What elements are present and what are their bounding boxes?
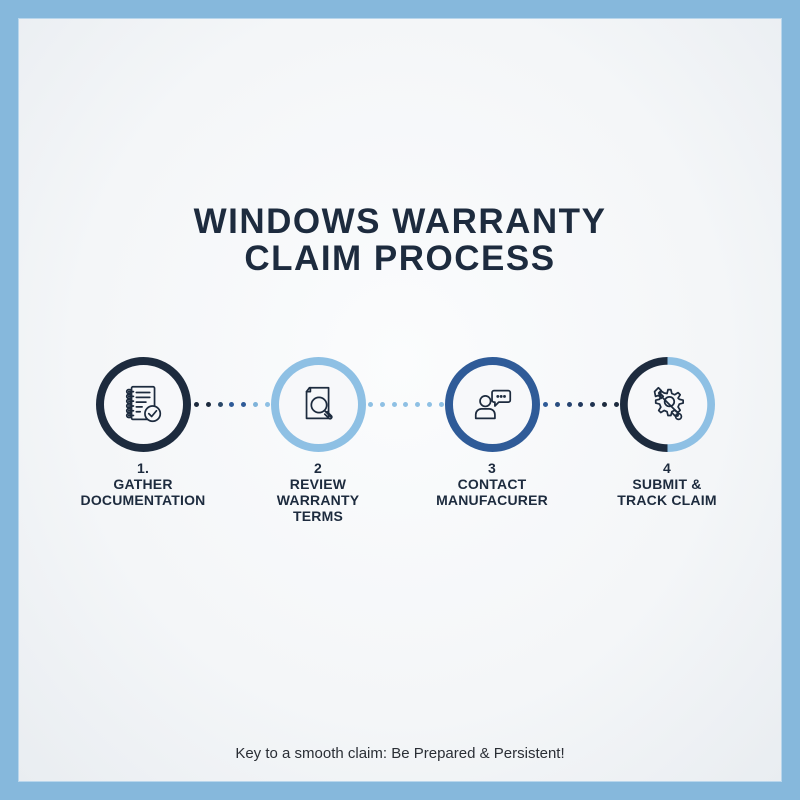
connector-2-3 — [368, 401, 456, 407]
step-4-line-2: TRACK CLAIM — [617, 492, 717, 508]
title-line-2: CLAIM PROCESS — [244, 239, 556, 278]
page-title: WINDOWS WARRANTY CLAIM PROCESS — [0, 203, 800, 277]
step-3-line-2: MANUFACURER — [436, 492, 548, 508]
connector-dot — [426, 401, 432, 407]
title-line-1: WINDOWS WARRANTY — [193, 202, 607, 241]
step-4-number: 4 — [663, 460, 671, 476]
connector-dot — [601, 401, 607, 407]
step-2-line-1: REVIEW — [289, 476, 347, 492]
step-3-label: 3 CONTACT MANUFACURER — [407, 460, 577, 508]
connector-dot — [241, 401, 247, 407]
step-2-circle — [271, 357, 366, 452]
step-4-circle — [620, 357, 715, 452]
connector-dot — [590, 401, 596, 407]
gear-wrench-icon — [653, 386, 684, 420]
step-2-number: 2 — [314, 460, 322, 476]
step-1-line-1: GATHER — [113, 476, 173, 492]
step-1-line-2: DOCUMENTATION — [80, 492, 206, 508]
connector-dot — [554, 401, 560, 407]
document-checklist-icon — [125, 385, 161, 422]
connector-dot — [566, 401, 572, 407]
step-1-label: 1. GATHER DOCUMENTATION — [58, 460, 228, 508]
step-3-line-1: CONTACT — [457, 476, 527, 492]
step-3-number: 3 — [488, 460, 496, 476]
step-4-line-1: SUBMIT & — [632, 476, 702, 492]
connector-dot — [415, 401, 421, 407]
connector-dot — [379, 401, 385, 407]
step-2-label: 2 REVIEW WARRANTY TERMS — [233, 460, 403, 524]
document-search-icon — [305, 386, 333, 420]
step-3-circle — [445, 357, 540, 452]
connector-dot — [543, 401, 548, 407]
footer-tagline: Key to a smooth claim: Be Prepared & Per… — [235, 745, 565, 762]
connector-dot — [578, 401, 584, 407]
connector-dot — [403, 401, 409, 407]
step-1-number: 1. — [136, 460, 150, 476]
step-1-circle — [96, 357, 191, 452]
connector-dot — [217, 401, 223, 407]
connector-dot — [229, 401, 235, 407]
step-2-line-2: WARRANTY — [276, 492, 360, 508]
connector-dot — [252, 401, 258, 407]
connector-dot — [368, 401, 373, 407]
connector-dot — [194, 401, 199, 407]
step-4-label: 4 SUBMIT & TRACK CLAIM — [582, 460, 752, 508]
connector-dot — [391, 401, 397, 407]
connector-dot — [205, 401, 211, 407]
connector-dot — [264, 401, 270, 407]
connector-1-2 — [194, 401, 282, 407]
step-2-line-3: TERMS — [293, 508, 343, 524]
connector-dot — [613, 401, 619, 407]
connector-dot — [438, 401, 444, 407]
connector-3-4 — [543, 401, 631, 407]
person-chat-icon — [474, 389, 511, 419]
